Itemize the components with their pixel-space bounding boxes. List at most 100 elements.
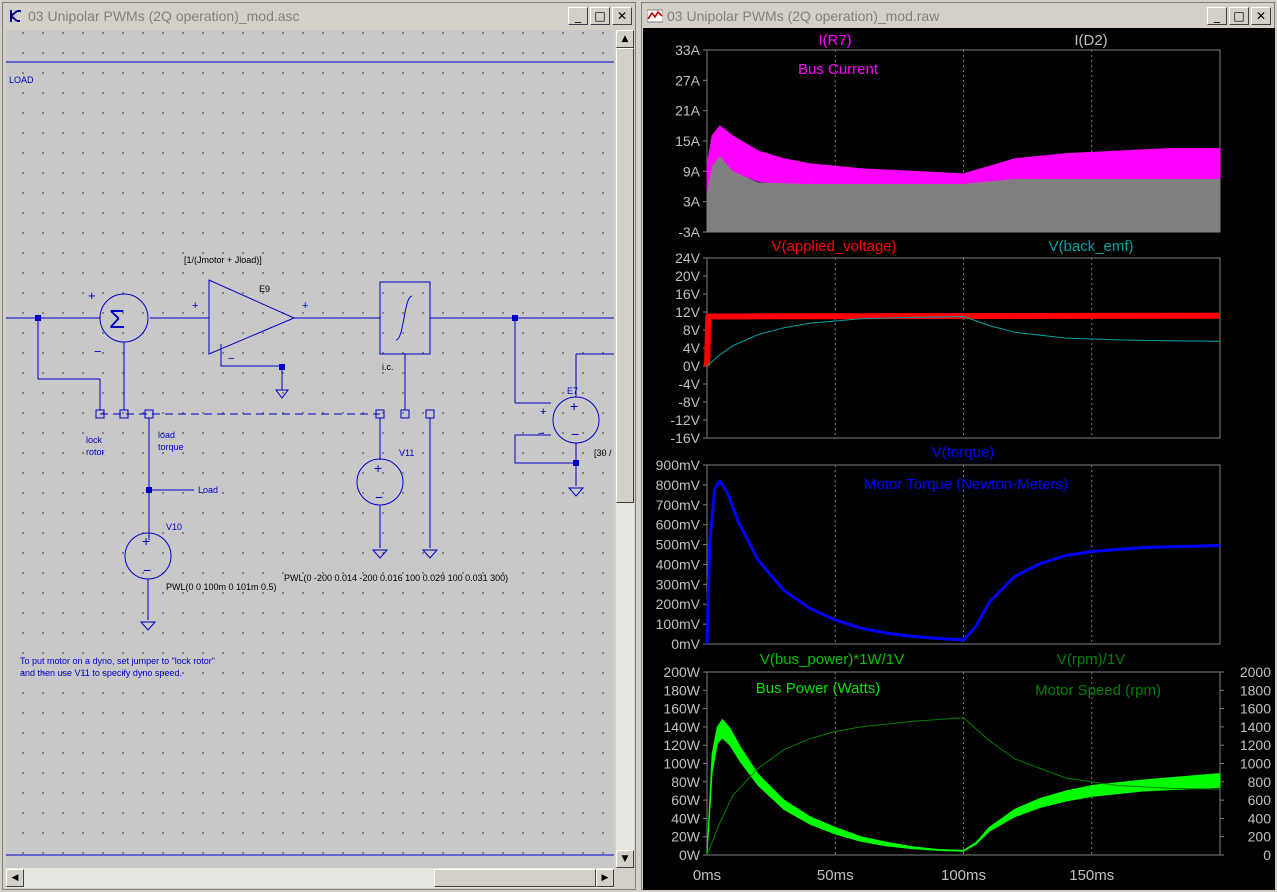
load-torque-label-1: load: [158, 430, 175, 440]
integrator-block[interactable]: [379, 281, 431, 355]
e9-out-plus-label: +: [302, 300, 308, 312]
annotation-motor-speed: Motor Speed (rpm): [1035, 682, 1161, 699]
close-button[interactable]: ✕: [1251, 7, 1271, 25]
node-dot-1: [35, 315, 41, 321]
ic-label: i.c.: [382, 362, 394, 372]
y-tick-label: 0W: [679, 847, 701, 863]
y-tick-label: 800mV: [656, 477, 701, 493]
maximize-button[interactable]: □: [590, 7, 610, 25]
waveform-plots[interactable]: 33A27A21A15A9A3A-3A24V20V16V12V8V4V0V-4V…: [643, 28, 1275, 890]
y2-tick-label: 1800: [1240, 682, 1271, 698]
jumper-pad-v11[interactable]: [375, 409, 385, 419]
y-tick-label: -3A: [678, 224, 700, 240]
schematic-horizontal-scrollbar[interactable]: ◀ ▶: [6, 868, 614, 888]
scroll-right-button[interactable]: ▶: [596, 869, 614, 887]
waveform-titlebar[interactable]: 03 Unipolar PWMs (2Q operation)_mod.raw …: [643, 4, 1273, 28]
e9-ground: [275, 389, 289, 399]
note-line-2: and then use V11 to specify dyno speed.: [20, 668, 182, 678]
y-tick-label: 120W: [663, 737, 700, 753]
y-tick-label: 0mV: [671, 636, 700, 652]
trace-label-bus-power[interactable]: V(bus_power)*1W/1V: [760, 651, 904, 668]
y-tick-label: 900mV: [656, 457, 701, 473]
right-ground: [421, 549, 439, 559]
svg-text:−: −: [375, 489, 383, 505]
e9-plus-label: +: [192, 300, 198, 312]
trace-label-torque[interactable]: V(torque): [932, 444, 995, 461]
scroll-left-button[interactable]: ◀: [6, 869, 24, 887]
trace-label-i-r7[interactable]: I(R7): [818, 32, 851, 49]
y-tick-label: 20V: [675, 268, 701, 284]
x-tick-label: 150ms: [1069, 867, 1114, 884]
summing-junction[interactable]: [99, 293, 149, 343]
y-tick-label: 80W: [671, 774, 701, 790]
close-button[interactable]: ✕: [612, 7, 632, 25]
series-line-v-applied-voltage: [704, 312, 1221, 367]
minimize-button[interactable]: _: [568, 7, 588, 25]
y-tick-label: 500mV: [656, 537, 701, 553]
jumper-pad-ground[interactable]: [425, 409, 435, 419]
vertical-scroll-thumb[interactable]: [616, 48, 634, 503]
load-label: Load: [198, 485, 218, 495]
y2-tick-label: 1400: [1240, 719, 1271, 735]
trace-label-applied-voltage[interactable]: V(applied_voltage): [771, 238, 896, 255]
schematic-canvas[interactable]: Σ +− +− +−: [6, 30, 614, 868]
jumper-pad-lock-rotor[interactable]: [95, 409, 105, 419]
schematic-drawing[interactable]: Σ +− +− +−: [6, 30, 614, 868]
annotation-motor-torque: Motor Torque (Newton-Meters): [864, 476, 1068, 493]
maximize-button[interactable]: □: [1229, 7, 1249, 25]
series-line-v-rpm-1v: [706, 717, 1221, 856]
node-dot-4: [279, 364, 285, 370]
y-tick-label: 100W: [663, 756, 700, 772]
y-tick-label: 4V: [683, 340, 701, 356]
y2-tick-label: 2000: [1240, 664, 1271, 680]
y-tick-label: 100mV: [656, 616, 701, 632]
trace-label-back-emf[interactable]: V(back_emf): [1048, 238, 1133, 255]
y-tick-label: 0V: [683, 358, 701, 374]
trace-label-rpm[interactable]: V(rpm)/1V: [1057, 651, 1125, 668]
scroll-up-button[interactable]: ▲: [616, 30, 634, 48]
y-tick-label: 300mV: [656, 576, 701, 592]
y-tick-label: 12V: [675, 304, 701, 320]
e9-minus-label: −: [228, 353, 234, 365]
e7-ground: [567, 487, 585, 497]
horizontal-scroll-thumb[interactable]: [434, 869, 596, 887]
schematic-title: 03 Unipolar PWMs (2Q operation)_mod.asc: [28, 8, 300, 24]
v10-label: V10: [166, 522, 182, 532]
y-tick-label: 40W: [671, 810, 701, 826]
minimize-button[interactable]: _: [1207, 7, 1227, 25]
sum-minus-label: −: [94, 344, 102, 359]
y-tick-label: 700mV: [656, 497, 701, 513]
y-tick-label: 400mV: [656, 556, 701, 572]
svg-text:+: +: [374, 460, 382, 476]
y-tick-label: 200W: [663, 664, 700, 680]
integrator-symbol: [395, 295, 413, 341]
annotation-bus-power: Bus Power (Watts): [756, 680, 880, 697]
schematic-window: 03 Unipolar PWMs (2Q operation)_mod.asc …: [0, 0, 638, 892]
waveform-title: 03 Unipolar PWMs (2Q operation)_mod.raw: [667, 8, 940, 24]
sum-plus-label: +: [88, 288, 96, 303]
annotation-bus-current: Bus Current: [798, 61, 879, 78]
v11-ground: [371, 549, 389, 559]
e7-minus-label: −: [538, 428, 544, 440]
x-tick-label: 100ms: [941, 867, 986, 884]
series-line-v-torque: [705, 479, 1221, 645]
y-tick-label: 24V: [675, 250, 701, 266]
x-tick-label: 50ms: [817, 867, 854, 884]
scroll-down-button[interactable]: ▼: [616, 850, 634, 868]
jumper-pad-load-torque[interactable]: [144, 409, 154, 419]
schematic-titlebar[interactable]: 03 Unipolar PWMs (2Q operation)_mod.asc …: [4, 4, 634, 28]
v10-ground: [139, 621, 157, 631]
schematic-vertical-scrollbar[interactable]: ▲ ▼: [616, 30, 634, 868]
svg-text:−: −: [143, 562, 151, 578]
jumper-pad-ic[interactable]: [400, 409, 410, 419]
gain-expression: [1/(Jmotor + Jload)]: [184, 255, 262, 265]
waveform-window: 03 Unipolar PWMs (2Q operation)_mod.raw …: [639, 0, 1277, 892]
trace-label-i-d2[interactable]: I(D2): [1074, 32, 1107, 49]
y-tick-label: -4V: [678, 376, 700, 392]
ltspice-schematic-icon: [10, 10, 21, 22]
y-tick-label: 21A: [675, 103, 701, 119]
y2-tick-label: 0: [1263, 847, 1271, 863]
jumper-pad-common[interactable]: [119, 409, 129, 419]
e9-gain-block[interactable]: [208, 279, 296, 355]
